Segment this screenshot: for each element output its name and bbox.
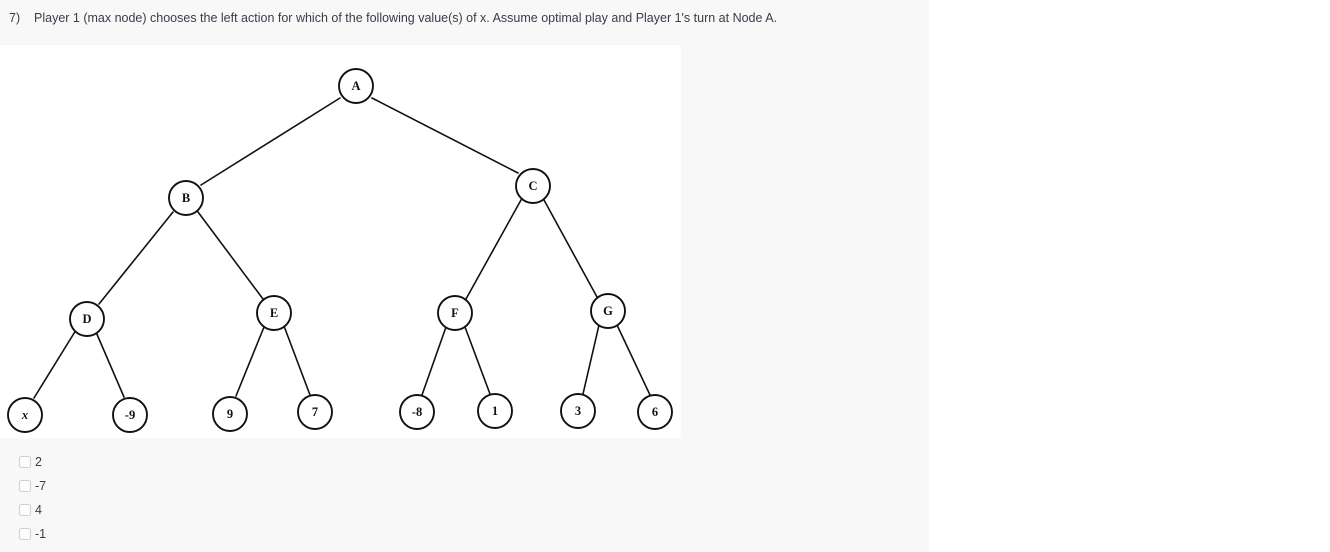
- game-tree-svg: A B C D E F G x -9 9: [7, 68, 673, 433]
- leaf-7-label: 3: [575, 404, 581, 418]
- question-block: 7) Player 1 (max node) chooses the left …: [0, 0, 929, 45]
- edge-g-leaf8: [616, 324, 651, 396]
- node-b-circle: [168, 180, 204, 216]
- checkbox-icon-option-4[interactable]: [19, 528, 31, 540]
- leaf-5-circle: [399, 394, 435, 430]
- leaf-6-label: 1: [492, 404, 498, 418]
- node-d-label: D: [82, 312, 91, 326]
- leaf-6-circle: [477, 393, 513, 429]
- edge-b-d: [98, 211, 174, 305]
- option-row-4[interactable]: -1: [0, 522, 929, 546]
- node-f-circle: [437, 295, 473, 331]
- edge-e-leaf4: [283, 325, 311, 396]
- edge-a-c: [371, 97, 519, 174]
- node-e-circle: [256, 295, 292, 331]
- leaf-8-circle: [637, 394, 673, 430]
- option-2-label: -7: [35, 479, 47, 493]
- checkbox-icon-option-3[interactable]: [19, 504, 31, 516]
- leaf-1-label: x: [21, 408, 28, 422]
- edge-c-g: [543, 199, 598, 298]
- game-tree-figure: A B C D E F G x -9 9: [0, 45, 681, 438]
- answer-options-list: 2 -7 4 -1: [0, 450, 929, 546]
- node-e-label: E: [270, 306, 278, 320]
- node-b-label: B: [182, 191, 190, 205]
- node-a-circle: [338, 68, 374, 104]
- leaf-4-circle: [297, 394, 333, 430]
- leaf-3-label: 9: [227, 407, 233, 421]
- node-g-label: G: [603, 304, 613, 318]
- leaf-2-circle: [112, 397, 148, 433]
- option-row-2[interactable]: -7: [0, 474, 929, 498]
- leaf-5-label: -8: [412, 405, 422, 419]
- leaf-8-label: 6: [652, 405, 658, 419]
- question-number: 7): [9, 11, 21, 25]
- blank-right-area: [929, 0, 1330, 552]
- edge-d-leaf1: [33, 329, 77, 399]
- edge-g-leaf7: [582, 324, 600, 395]
- checkbox-icon-option-2[interactable]: [19, 480, 31, 492]
- node-c-label: C: [528, 179, 537, 193]
- edge-b-e: [197, 211, 264, 300]
- edge-d-leaf2: [95, 331, 125, 398]
- node-f-label: F: [451, 306, 459, 320]
- leaf-7-circle: [560, 393, 596, 429]
- edge-f-leaf5: [421, 326, 447, 396]
- leaf-1-circle: [7, 397, 43, 433]
- edge-e-leaf3: [235, 326, 265, 397]
- node-c-circle: [515, 168, 551, 204]
- option-4-label: -1: [35, 527, 47, 541]
- option-row-3[interactable]: 4: [0, 498, 929, 522]
- leaf-4-label: 7: [312, 405, 318, 419]
- leaf-3-circle: [212, 396, 248, 432]
- question-prompt-text: Player 1 (max node) chooses the left act…: [34, 11, 778, 25]
- edge-a-b: [200, 97, 341, 186]
- leaf-2-label: -9: [125, 408, 135, 422]
- edge-f-leaf6: [464, 326, 491, 395]
- option-row-1[interactable]: 2: [0, 450, 929, 474]
- node-d-circle: [69, 301, 105, 337]
- option-1-label: 2: [35, 455, 42, 469]
- checkbox-icon-option-1[interactable]: [19, 456, 31, 468]
- node-g-circle: [590, 293, 626, 329]
- edge-c-f: [465, 199, 522, 300]
- node-a-label: A: [351, 79, 360, 93]
- option-3-label: 4: [35, 503, 42, 517]
